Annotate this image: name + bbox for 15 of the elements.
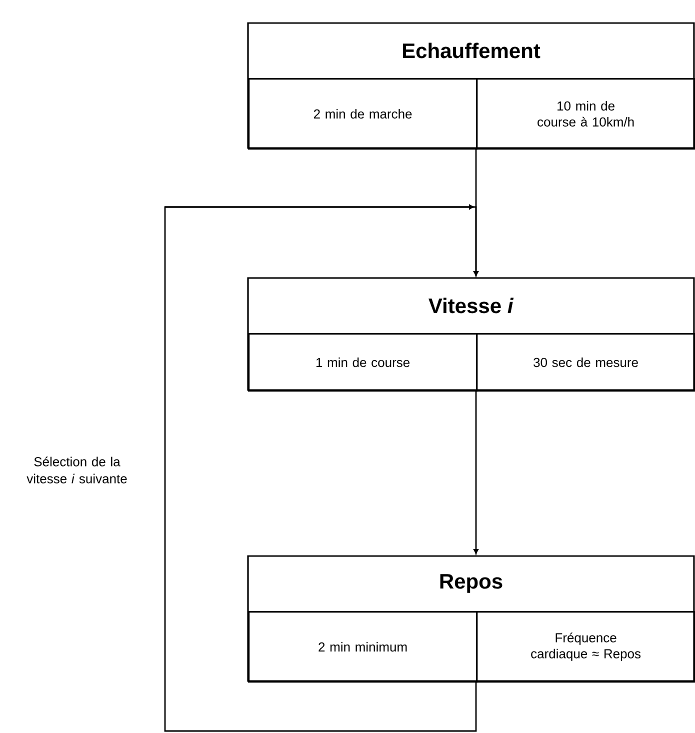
step-cell: 1 min de course: [248, 333, 478, 392]
block-heading: Repos: [440, 574, 502, 593]
step-cell: 10 min de course à 10km/h: [476, 78, 695, 150]
block-heading: Vitesse i: [428, 298, 514, 314]
step-cell: 2 min minimum: [248, 611, 478, 683]
step-cell: 2 min de marche: [248, 78, 478, 150]
edge-label: Sélection de la vitesse i suivante: [26, 456, 127, 484]
step-cell: Fréquence cardiaque ≈ Repos: [476, 611, 695, 683]
step-cell: 30 sec de mesure: [476, 333, 695, 392]
block-box: [247, 555, 695, 682]
block-box: [247, 277, 695, 391]
arrow: [474, 390, 478, 554]
block-box: [247, 22, 695, 149]
block-heading: Echauffement: [402, 42, 540, 58]
arrow: [164, 204, 478, 732]
